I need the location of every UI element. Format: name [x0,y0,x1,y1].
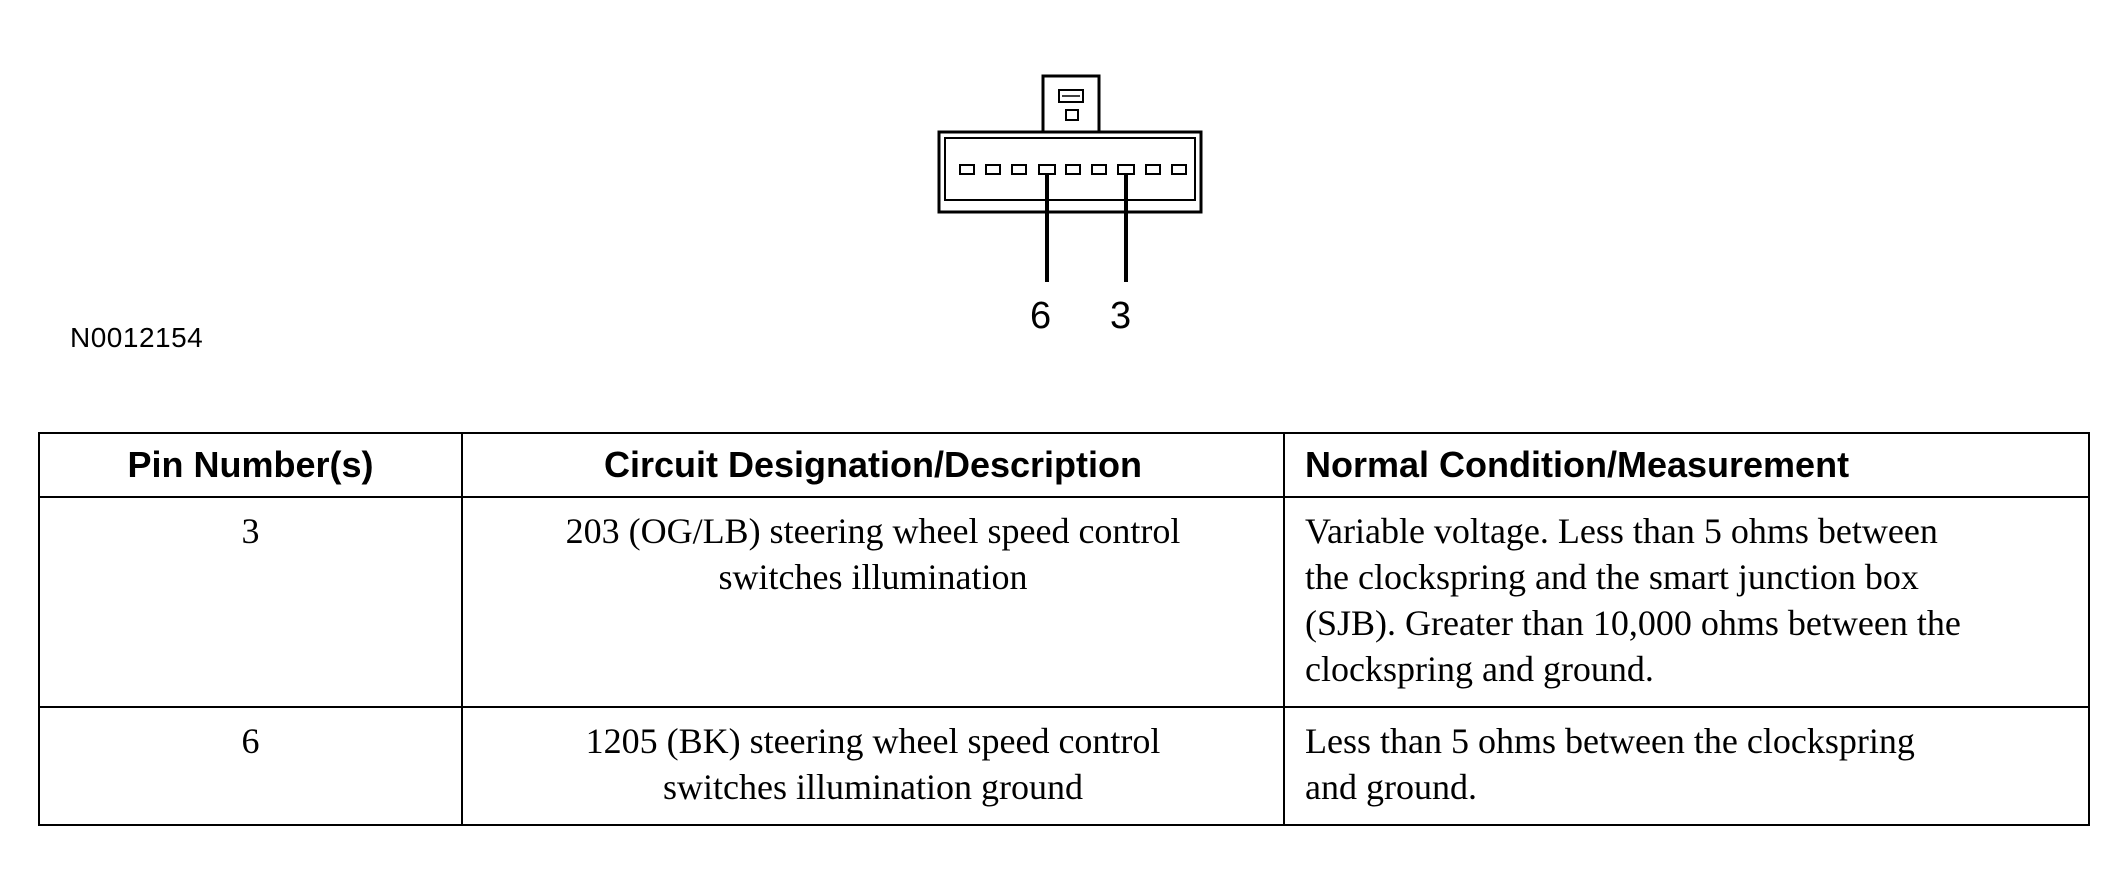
pin-cavities [959,164,1187,175]
condition-cell: Variable voltage. Less than 5 ohms betwe… [1283,496,2090,708]
table-header-row: Pin Number(s) Circuit Designation/Descri… [38,432,2090,498]
pin-number-cell: 6 [38,706,463,826]
header-pin-numbers: Pin Number(s) [38,432,463,498]
locking-tab [1041,74,1101,134]
condition-text-line: clockspring and ground. [1305,649,1654,689]
circuit-description-cell: 203 (OG/LB) steering wheel speed control… [461,496,1285,708]
figure-id: N0012154 [70,322,204,353]
pin-number-cell: 3 [38,496,463,708]
pin-6-label: 6 [1030,295,1052,337]
header-circuit-designation: Circuit Designation/Description [461,432,1285,498]
condition-cell: Less than 5 ohms between the clockspring… [1283,706,2090,826]
condition-text-line: Variable voltage. Less than 5 ohms betwe… [1305,511,1938,551]
circuit-text-line: switches illumination ground [663,767,1083,807]
pin-3-label: 3 [1110,295,1132,337]
condition-text-line: and ground. [1305,767,1477,807]
table-row: 6 1205 (BK) steering wheel speed control… [38,706,2090,826]
table-row: 3 203 (OG/LB) steering wheel speed contr… [38,496,2090,708]
circuit-description-cell: 1205 (BK) steering wheel speed control s… [461,706,1285,826]
pin-number: 3 [241,511,260,551]
circuit-text-line: 1205 (BK) steering wheel speed control [585,721,1161,761]
circuit-text-line: switches illumination [718,557,1028,597]
condition-text-line: Less than 5 ohms between the clockspring [1305,721,1915,761]
connector-face-drawing [937,74,1203,282]
header-normal-condition: Normal Condition/Measurement [1283,432,2090,498]
connector-diagram: 6 3 N0012154 [0,0,2124,360]
pin-number: 6 [241,721,260,761]
circuit-text-line: 203 (OG/LB) steering wheel speed control [565,511,1181,551]
condition-text-line: the clockspring and the smart junction b… [1305,557,1919,597]
pin-table: Pin Number(s) Circuit Designation/Descri… [38,432,2090,826]
condition-text-line: (SJB). Greater than 10,000 ohms between … [1305,603,1961,643]
connector-housing [937,130,1203,214]
